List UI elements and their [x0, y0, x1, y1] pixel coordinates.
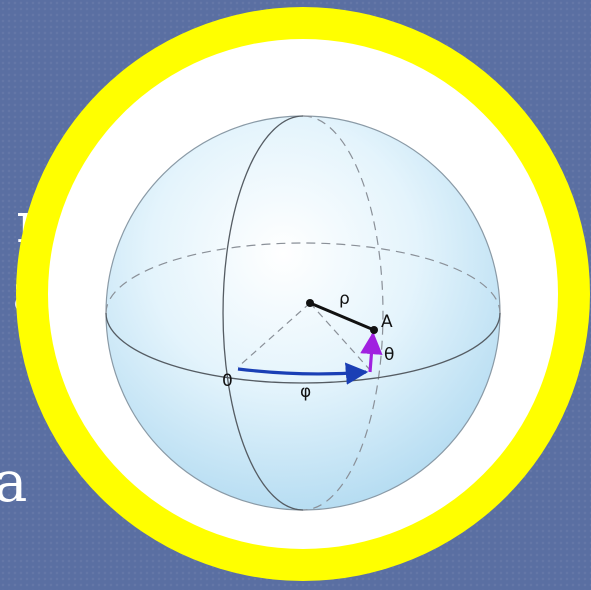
center-point: [306, 299, 314, 307]
meridian-back-dashed: [302, 115, 384, 511]
projection-line-meridian: [309, 302, 371, 371]
elevation-arrow: [360, 331, 383, 373]
equator-front: [105, 312, 501, 384]
label-azimuth-phi: φ: [300, 382, 311, 402]
label-elevation-theta: θ: [384, 345, 394, 365]
point-a: [370, 326, 378, 334]
projection-line-origin: [237, 302, 311, 368]
radius-line: [309, 301, 375, 332]
meridian-front: [222, 115, 304, 511]
background-text-fragment-3: a: [0, 450, 28, 515]
label-point-a: A: [381, 312, 393, 332]
azimuth-arrow: [237, 362, 369, 385]
label-origin: 0: [222, 371, 233, 391]
sphere: [105, 115, 501, 511]
label-radius-rho: ρ: [339, 289, 350, 309]
